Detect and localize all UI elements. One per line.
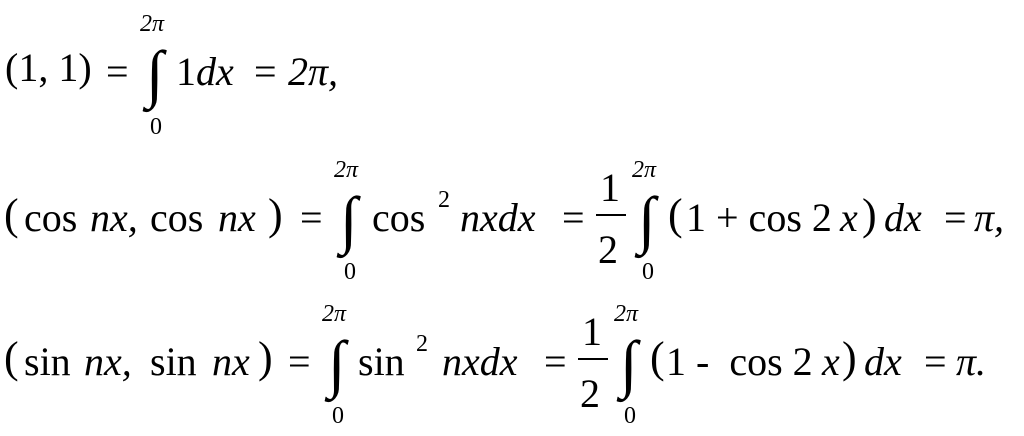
fraction-denominator: 2: [598, 227, 618, 272]
fraction-denominator: 2: [580, 371, 600, 416]
integral-sign: ∫: [328, 328, 346, 399]
fraction-numerator: 1: [600, 165, 620, 210]
cos-label: cos: [24, 195, 78, 240]
nx-label: nx: [218, 195, 256, 240]
integral-upper-limit: 2π: [140, 11, 165, 37]
left-paren: (: [650, 333, 665, 382]
inner-expression: 1 + cos 2: [686, 195, 832, 240]
equals-sign: =: [944, 195, 967, 240]
integral-upper-limit: 2π: [614, 301, 639, 327]
result: π,: [974, 195, 1005, 240]
result: π.: [956, 339, 987, 384]
cos-label: cos: [150, 195, 204, 240]
equals-sign: =: [254, 49, 277, 94]
integral-sign: ∫: [638, 184, 656, 255]
left-paren: (: [4, 333, 19, 382]
sin-label: sin: [150, 339, 197, 384]
power-2: 2: [438, 187, 450, 213]
fraction-bar: [578, 358, 608, 360]
integral-lower-limit: 0: [642, 259, 654, 285]
fraction-numerator: 1: [582, 309, 602, 354]
integral-upper-limit: 2π: [632, 157, 657, 183]
nxdx-label: nxdx: [460, 195, 536, 240]
integrand: 1: [176, 49, 196, 94]
equals-sign: =: [924, 339, 947, 384]
left-paren: (: [668, 190, 683, 239]
differential: dx: [196, 49, 234, 94]
left-paren: (: [4, 190, 19, 239]
equals-sign: =: [300, 195, 323, 240]
nx-label: nx,: [84, 339, 132, 384]
right-paren: ): [862, 190, 877, 239]
differential: dx: [864, 339, 902, 384]
right-paren: ): [842, 333, 857, 382]
integrand-cos: cos: [372, 195, 426, 240]
right-paren: ): [268, 190, 283, 239]
integral-sign: ∫: [620, 328, 638, 399]
integral-upper-limit: 2π: [334, 157, 359, 183]
differential: dx: [884, 195, 922, 240]
integral-lower-limit: 0: [332, 403, 344, 429]
inner-x: x: [840, 195, 858, 240]
integral-upper-limit: 2π: [322, 301, 347, 327]
integrand-sin: sin: [358, 339, 405, 384]
lhs-inner-product: (1, 1): [5, 45, 92, 90]
result: 2π,: [288, 49, 339, 94]
nx-label: nx: [212, 339, 250, 384]
integral-lower-limit: 0: [150, 114, 162, 140]
right-paren: ): [258, 333, 273, 382]
equals-sign: =: [544, 339, 567, 384]
power-2: 2: [416, 331, 428, 357]
sin-label: sin: [24, 339, 71, 384]
integral-sign: ∫: [146, 38, 164, 109]
integral-lower-limit: 0: [624, 403, 636, 429]
nx-label: nx,: [90, 195, 138, 240]
equals-sign: =: [288, 339, 311, 384]
inner-expression: 1 - cos 2: [666, 339, 813, 384]
equals-sign: =: [562, 195, 585, 240]
nxdx-label: nxdx: [442, 339, 518, 384]
integral-lower-limit: 0: [344, 259, 356, 285]
integral-sign: ∫: [340, 184, 358, 255]
inner-x: x: [822, 339, 840, 384]
equals-sign: =: [106, 49, 129, 94]
fraction-bar: [596, 214, 626, 216]
